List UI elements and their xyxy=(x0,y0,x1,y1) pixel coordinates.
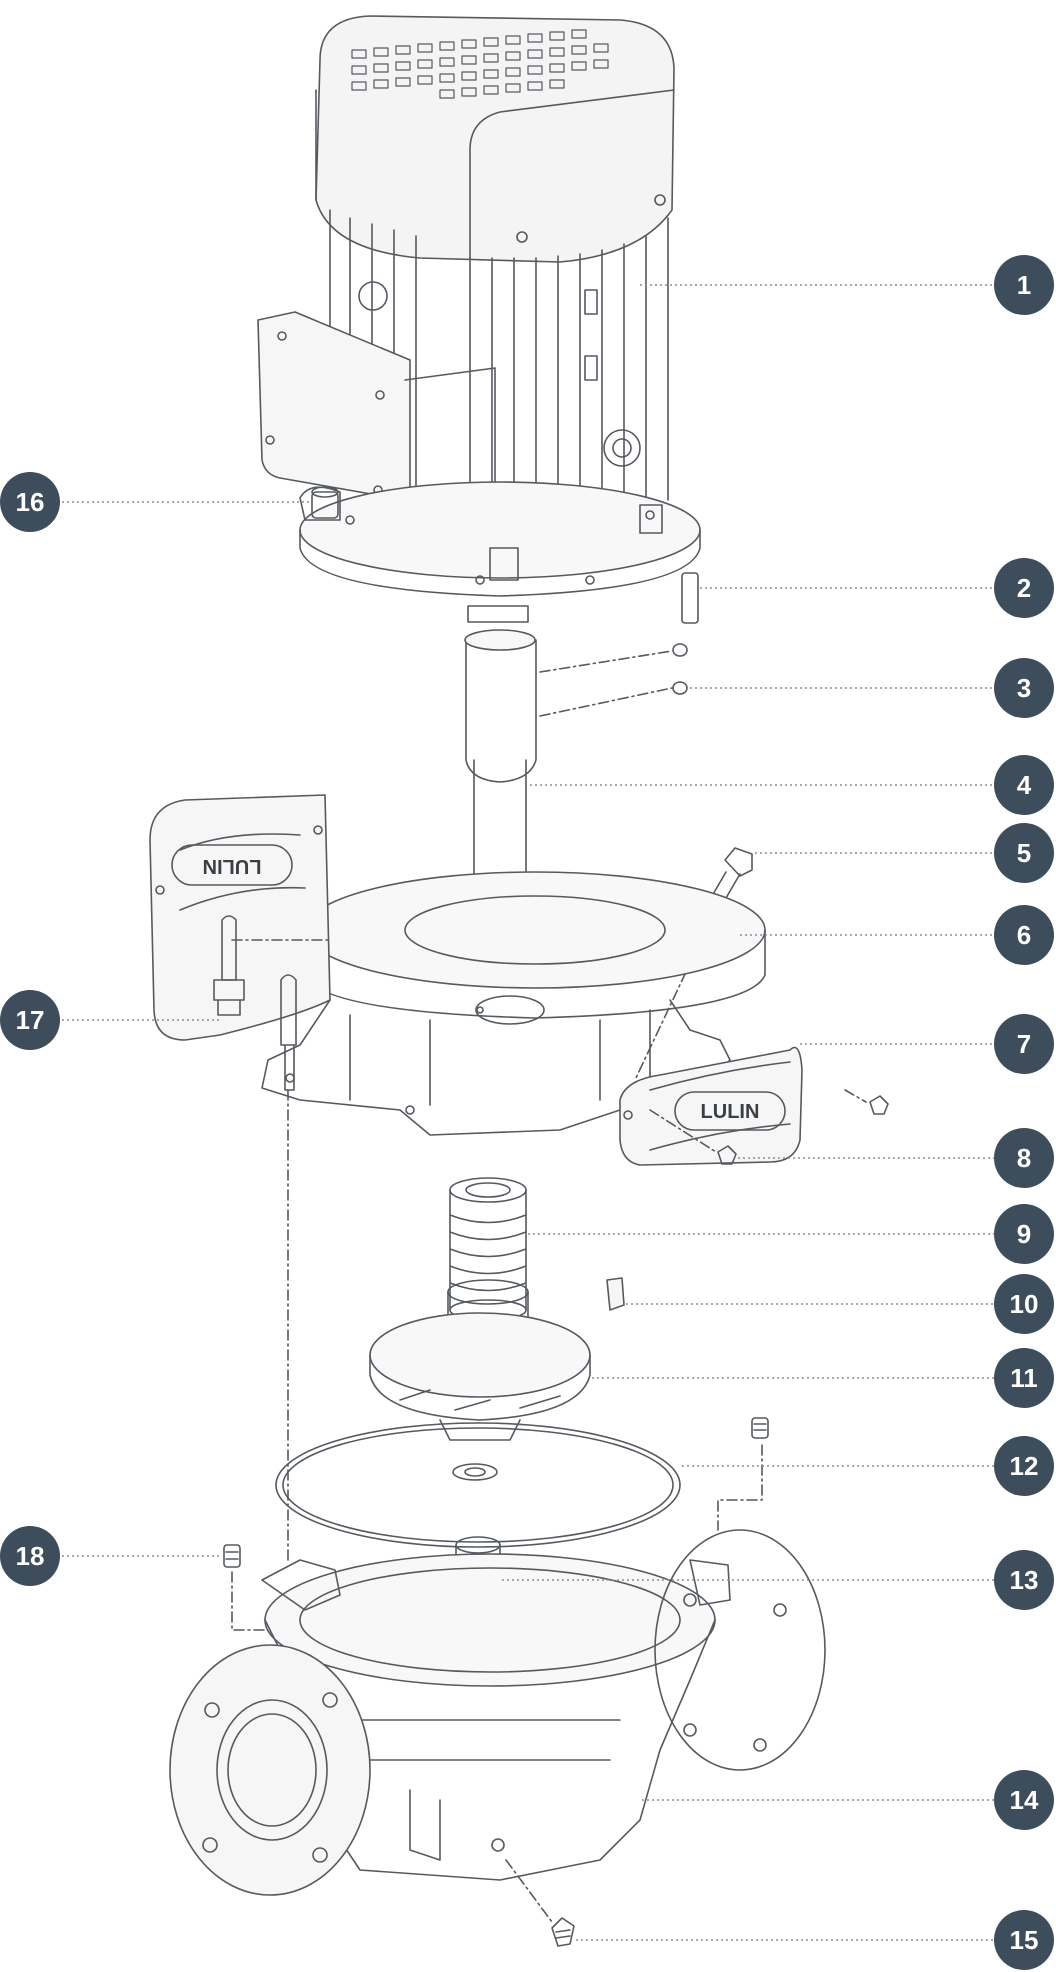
callout-badge-7 xyxy=(994,1014,1054,1074)
callout-badges xyxy=(0,255,1054,1970)
callout-badge-16 xyxy=(0,472,60,532)
callout-badge-6 xyxy=(994,905,1054,965)
callout-number-18: 18 xyxy=(16,1541,45,1571)
callout-number-7: 7 xyxy=(1017,1029,1031,1059)
drain-plug-15 xyxy=(505,1859,575,1947)
grub-screws xyxy=(539,643,688,717)
brand-text-right: LULIN xyxy=(701,1101,760,1123)
callout-numbers: 1 2 3 4 5 6 7 8 9 10 11 12 13 14 15 16 1… xyxy=(16,270,1039,1955)
coupling-guard-right xyxy=(619,1046,803,1166)
callout-number-13: 13 xyxy=(1010,1565,1039,1595)
callout-number-3: 3 xyxy=(1017,673,1031,703)
mechanical-seal xyxy=(449,1177,527,1321)
cable-gland xyxy=(311,486,339,519)
callout-badge-18 xyxy=(0,1526,60,1586)
callout-badge-10 xyxy=(994,1274,1054,1334)
callout-number-1: 1 xyxy=(1017,270,1031,300)
callout-badge-5 xyxy=(994,823,1054,883)
motor xyxy=(257,15,701,623)
callout-number-14: 14 xyxy=(1010,1785,1039,1815)
callout-number-5: 5 xyxy=(1017,838,1031,868)
o-ring xyxy=(275,1422,681,1548)
callout-badge-14 xyxy=(994,1770,1054,1830)
callout-badge-8 xyxy=(994,1128,1054,1188)
callout-number-15: 15 xyxy=(1010,1925,1039,1955)
brand-text-left: LULIN xyxy=(203,855,262,877)
callout-badge-11 xyxy=(994,1348,1054,1408)
leader-lines xyxy=(62,284,994,1941)
callout-badge-15 xyxy=(994,1910,1054,1970)
vent-plug xyxy=(717,1417,769,1531)
shaft-key xyxy=(681,572,699,624)
callout-number-16: 16 xyxy=(16,487,45,517)
callout-badge-1 xyxy=(994,255,1054,315)
callout-badge-3 xyxy=(994,658,1054,718)
callout-badge-17 xyxy=(0,990,60,1050)
callout-number-10: 10 xyxy=(1010,1289,1039,1319)
callout-badge-9 xyxy=(994,1204,1054,1264)
callout-number-12: 12 xyxy=(1010,1451,1039,1481)
callout-number-9: 9 xyxy=(1017,1219,1031,1249)
bolt-5 xyxy=(634,847,753,1081)
bracket-bolts xyxy=(213,915,331,1561)
callout-badge-4 xyxy=(994,755,1054,815)
pump-casing xyxy=(169,1529,826,1896)
callout-number-2: 2 xyxy=(1017,573,1031,603)
callout-number-6: 6 xyxy=(1017,920,1031,950)
callout-badge-2 xyxy=(994,558,1054,618)
coupling-guard-left xyxy=(149,794,331,1041)
callout-number-8: 8 xyxy=(1017,1143,1031,1173)
impeller-key xyxy=(606,1277,625,1311)
impeller xyxy=(369,1279,591,1441)
callout-number-11: 11 xyxy=(1010,1363,1038,1393)
guard-screws xyxy=(649,1089,889,1165)
callout-badge-13 xyxy=(994,1550,1054,1610)
callout-number-4: 4 xyxy=(1017,770,1032,800)
callout-badge-12 xyxy=(994,1436,1054,1496)
callout-number-17: 17 xyxy=(16,1005,45,1035)
